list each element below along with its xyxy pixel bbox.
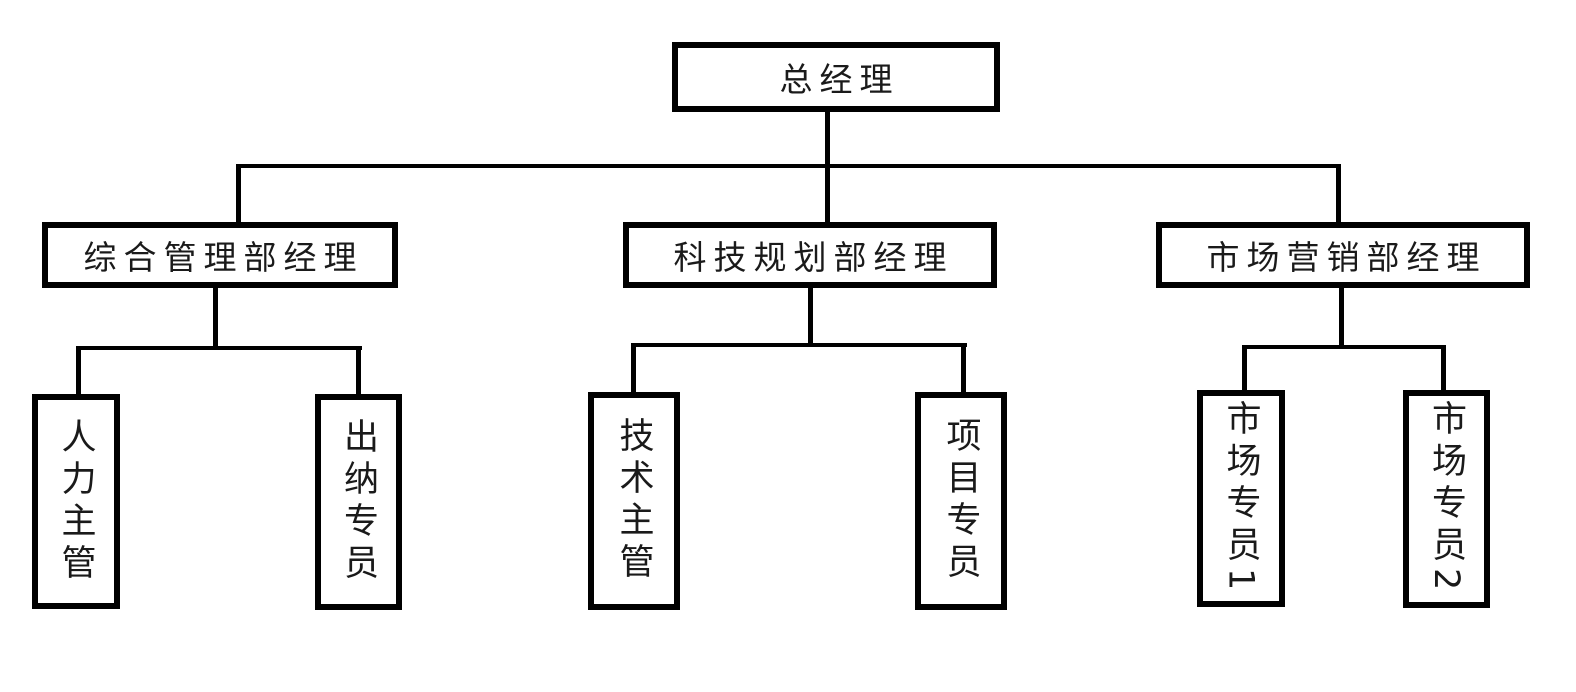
connector-tech-stem bbox=[808, 288, 813, 345]
connector-drop-market-specialist-1 bbox=[1242, 345, 1247, 391]
connector-drop-tech-supervisor bbox=[631, 343, 636, 393]
node-technical-supervisor: 技术主管 bbox=[588, 392, 680, 610]
node-hr-supervisor: 人力主管 bbox=[32, 394, 120, 609]
connector-drop-cashier bbox=[356, 346, 361, 395]
connector-admin-rail bbox=[77, 346, 362, 350]
connector-marketing-rail bbox=[1243, 345, 1445, 349]
connector-drop-project-specialist bbox=[961, 343, 966, 393]
connector-level1-rail bbox=[237, 164, 1341, 168]
node-tech-planning-dept-manager: 科技规划部经理 bbox=[623, 222, 997, 288]
node-general-manager: 总经理 bbox=[672, 42, 1000, 112]
connector-drop-hr-supervisor bbox=[76, 346, 81, 395]
node-cashier-specialist: 出纳专员 bbox=[315, 394, 402, 610]
connector-drop-dept-admin bbox=[236, 164, 241, 222]
node-admin-dept-manager: 综合管理部经理 bbox=[42, 222, 398, 288]
connector-drop-dept-tech bbox=[825, 164, 830, 222]
connector-root-stem bbox=[825, 112, 830, 168]
node-market-specialist-1: 市场专员1 bbox=[1197, 390, 1285, 607]
connector-tech-rail bbox=[632, 343, 967, 347]
connector-marketing-stem bbox=[1339, 288, 1344, 347]
node-project-specialist: 项目专员 bbox=[915, 392, 1007, 610]
node-market-specialist-2: 市场专员2 bbox=[1403, 390, 1490, 608]
node-marketing-dept-manager: 市场营销部经理 bbox=[1156, 222, 1530, 288]
connector-drop-dept-marketing bbox=[1336, 164, 1341, 222]
connector-drop-market-specialist-2 bbox=[1441, 345, 1446, 391]
connector-admin-stem bbox=[213, 288, 218, 348]
